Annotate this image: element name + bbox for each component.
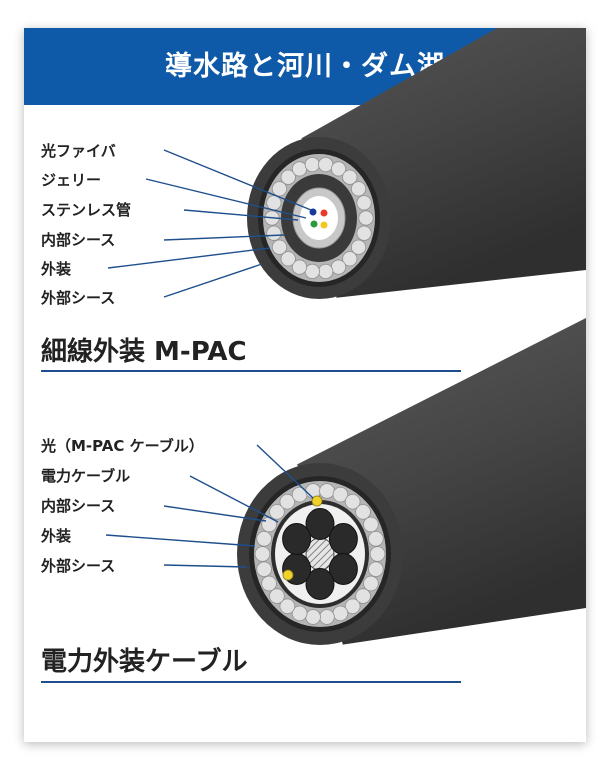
label-jelly: ジェリー <box>41 171 102 189</box>
armor-wire <box>342 169 358 185</box>
armor-wire <box>256 561 272 577</box>
mpac-armor-wires <box>264 156 374 280</box>
leader-power-cable <box>189 475 279 523</box>
armor-wire <box>280 169 296 185</box>
label-power-cable: 電力ケーブル <box>41 467 131 485</box>
armor-wire <box>332 486 349 503</box>
armor-wire <box>254 546 271 562</box>
armor-wire <box>356 225 372 241</box>
armor-wire <box>318 156 334 173</box>
optical-mpac-marker-2 <box>282 569 294 581</box>
label-optical-mpac: 光（M-PAC ケーブル） <box>41 437 204 455</box>
armor-wire <box>332 605 349 622</box>
mpac-leader-lines <box>107 149 312 298</box>
power-conductor <box>305 508 335 540</box>
leader-inner-sheath-1 <box>163 234 285 241</box>
power-conductor <box>328 553 358 585</box>
mpac-cable-illustration <box>247 28 586 299</box>
leader-outer-sheath-1 <box>163 263 263 298</box>
armor-wire <box>368 561 384 577</box>
leader-jelly <box>145 178 307 219</box>
armor-wire <box>271 181 288 197</box>
label-armor-2: 外装 <box>41 527 72 545</box>
armor-wire <box>369 546 386 562</box>
label-optical-fiber: 光ファイバ <box>41 142 116 160</box>
armor-wire <box>363 575 379 592</box>
label-inner-sheath-2: 内部シース <box>41 497 116 515</box>
armor-wire <box>358 210 374 226</box>
armor-wire <box>319 609 335 625</box>
fiber-red <box>320 209 328 217</box>
label-stainless-tube: ステンレス管 <box>41 201 132 219</box>
armor-wire <box>304 263 320 280</box>
armor-wire <box>304 156 320 173</box>
armor-wire <box>344 493 361 510</box>
armor-wire <box>279 598 296 615</box>
armor-wire <box>355 588 371 604</box>
armor-wire <box>291 605 308 622</box>
leader-armor-2 <box>105 534 256 547</box>
cable-info-card: 導水路と河川・ダム湖 <box>24 28 586 742</box>
label-outer-sheath-1: 外部シース <box>41 289 116 307</box>
mpac-jelly <box>300 196 338 240</box>
armor-wire <box>280 251 296 267</box>
armor-wire <box>256 530 272 547</box>
cable-diagrams <box>105 28 586 645</box>
fiber-green <box>310 220 318 228</box>
power-armor-wires <box>254 483 386 625</box>
armor-wire <box>305 609 321 625</box>
armor-wire <box>269 588 285 604</box>
leader-outer-sheath-2 <box>163 564 248 568</box>
power-conductor <box>282 523 312 555</box>
fiber-yellow <box>320 221 328 229</box>
armor-wire <box>269 504 285 520</box>
header-title: 導水路と河川・ダム湖 <box>165 51 445 82</box>
leader-optical-mpac <box>256 444 314 499</box>
armor-wire <box>318 263 334 280</box>
armor-wire <box>291 161 308 177</box>
armor-wire <box>266 195 282 211</box>
armor-wire <box>279 493 296 510</box>
label-armor-1: 外装 <box>41 260 72 278</box>
leader-stainless-tube <box>183 209 299 221</box>
label-inner-sheath-1: 内部シース <box>41 231 116 249</box>
armor-wire <box>368 530 384 547</box>
armor-wire <box>330 259 347 275</box>
armor-wire <box>330 161 347 177</box>
fiber-blue <box>309 208 317 216</box>
armor-wire <box>355 504 371 520</box>
armor-wire <box>344 598 361 615</box>
armor-wire <box>350 239 367 255</box>
leader-inner-sheath-2 <box>163 505 267 522</box>
armor-wire <box>342 251 358 267</box>
leader-optical-fiber <box>163 149 312 211</box>
armor-wire <box>363 516 379 533</box>
section-title-mpac: 細線外装 M-PAC <box>41 337 247 367</box>
section-rule-mpac <box>41 370 461 372</box>
power-cable-illustration <box>237 318 586 645</box>
armor-wire <box>266 225 282 241</box>
armor-wire <box>291 259 308 275</box>
armor-wire <box>350 181 367 197</box>
power-conductor <box>305 568 335 600</box>
armor-wire <box>356 195 372 211</box>
armor-wire <box>271 239 288 255</box>
power-conductor <box>328 523 358 555</box>
label-outer-sheath-2: 外部シース <box>41 557 116 575</box>
section-title-power: 電力外装ケーブル <box>41 647 248 677</box>
leader-armor-1 <box>107 247 271 269</box>
section-rule-power <box>41 681 461 683</box>
power-conductors <box>282 508 358 600</box>
power-leader-lines <box>105 444 314 568</box>
optical-mpac-marker-1 <box>311 495 323 507</box>
armor-wire <box>319 483 335 499</box>
armor-wire <box>261 575 277 592</box>
